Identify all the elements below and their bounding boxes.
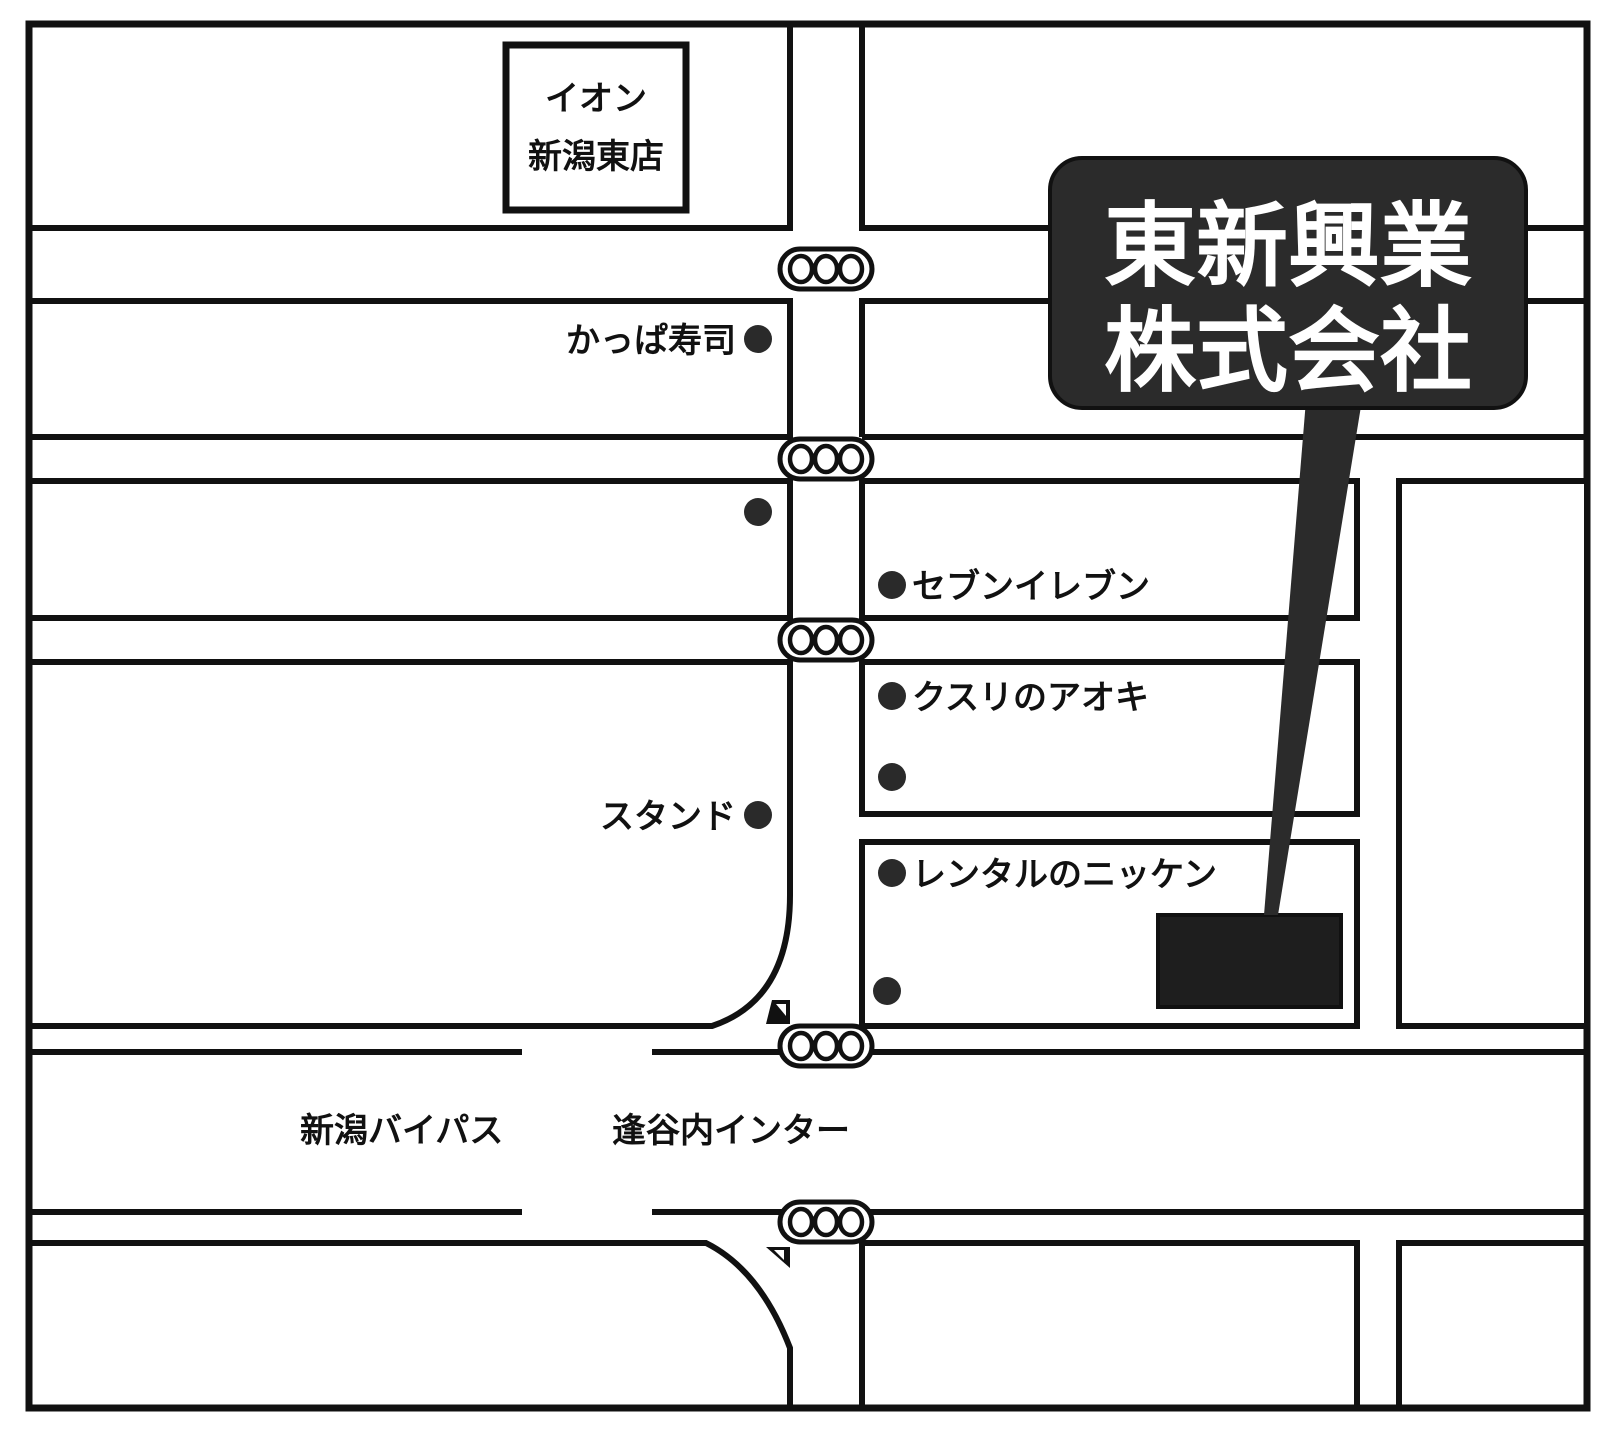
- block-bottom-right: [1396, 1240, 1587, 1408]
- block-far-right: [1396, 478, 1590, 1029]
- block-left-4: [29, 659, 793, 1029]
- block-bottom-mid: [859, 1240, 1360, 1408]
- company-callout: [1048, 156, 1528, 410]
- landmark-dot-unlabeled: [878, 763, 906, 791]
- traffic-signal-icon: [777, 1023, 875, 1069]
- landmark-dot-kusuri-no-aoki: [878, 682, 906, 710]
- traffic-signal-icon: [777, 1199, 875, 1245]
- landmark-dot-seven-eleven: [878, 571, 906, 599]
- callout-pointer: [1264, 400, 1362, 915]
- block-left-2: [29, 298, 793, 440]
- label-rental-nikken: レンタルのニッケン: [912, 855, 1217, 895]
- label-ouyachi-interchange: 逢谷内インター: [612, 1111, 850, 1151]
- aeon-label-line2: 新潟東店: [528, 137, 664, 177]
- landmark-dot-rental-nikken: [878, 859, 906, 887]
- landmark-dot-unlabeled: [873, 977, 901, 1005]
- landmark-dot-kappa-sushi: [744, 325, 772, 353]
- aeon-building: [502, 41, 690, 214]
- landmark-dot-stand: [744, 801, 772, 829]
- label-kappa-sushi: かっぱ寿司: [566, 321, 736, 361]
- traffic-signal-icon: [777, 436, 875, 482]
- landmark-dot-unlabeled: [744, 498, 772, 526]
- label-stand: スタンド: [600, 797, 736, 837]
- company-name-line1: 東新興業: [1104, 193, 1472, 300]
- label-kusuri-no-aoki: クスリのアオキ: [912, 678, 1149, 718]
- aeon-label-line1: イオン: [545, 79, 647, 119]
- block-seven-eleven: [859, 478, 1360, 621]
- label-seven-eleven: セブンイレブン: [912, 567, 1150, 607]
- block-left-3: [29, 478, 793, 621]
- traffic-signal-icon: [777, 246, 875, 292]
- company-name-line2: 株式会社: [1104, 298, 1472, 405]
- block-aeon-edge: [29, 24, 793, 231]
- label-niigata-bypass: 新潟バイパス: [300, 1111, 503, 1151]
- block-bottom-left: [29, 1240, 793, 1408]
- target-building: [1156, 913, 1343, 1009]
- traffic-signal-icon: [777, 617, 875, 663]
